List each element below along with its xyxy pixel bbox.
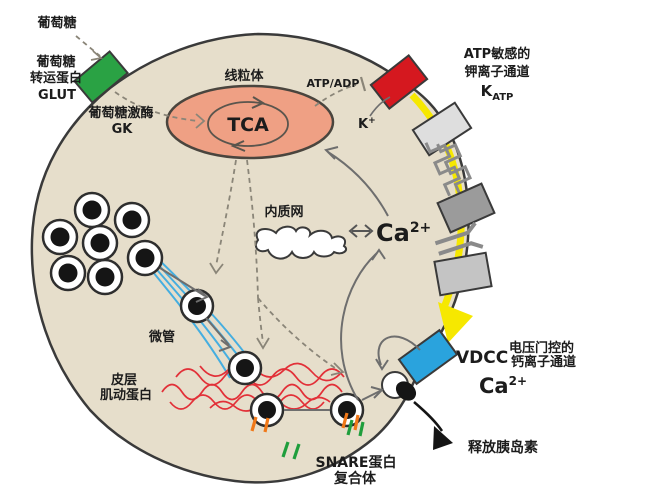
arrow-granule-to-fusion: [361, 390, 381, 401]
label-vdcc-1: 电压门控的: [509, 340, 574, 356]
granule: [73, 191, 111, 229]
snare-marks-granule-left: [250, 416, 270, 433]
label-snare-1: SNARE蛋白: [316, 454, 397, 471]
arrow-trunk-to-docked-granule: [257, 297, 339, 371]
arrow-mt-transport-2: [205, 317, 230, 346]
membrane-protein-mid: [433, 251, 493, 297]
label-glut-3: GLUT: [38, 88, 76, 103]
label-katp-2: 钾离子通道: [464, 64, 529, 80]
label-er: 内质网: [264, 204, 303, 220]
arrow-ca-to-mito: [327, 151, 389, 217]
dashed-arrowheads: [90, 50, 345, 376]
katp-channel: [369, 54, 429, 110]
snare-marks-membrane: [281, 441, 301, 460]
depolarization-arrowhead: [438, 302, 473, 343]
arrow-glut-to-tca: [114, 91, 199, 122]
granule: [113, 201, 151, 239]
granule-docked-right: [329, 392, 365, 428]
granule-cluster: [41, 191, 365, 428]
tca-label: TCA: [227, 114, 269, 136]
label-atp-adp: ATP/ADP: [307, 77, 360, 90]
arrow-vdcc-ca-influx: [377, 335, 421, 366]
mitochondria: TCA: [165, 84, 335, 160]
arrow-mito-to-atp: [314, 84, 357, 107]
arrow-mito-down-left: [215, 159, 237, 267]
inhibition-bar: [359, 76, 367, 92]
granule: [41, 218, 79, 256]
label-snare-2: 复合体: [333, 470, 377, 487]
label-mitochondria: 线粒体: [224, 68, 264, 84]
k-efflux-line: [369, 96, 391, 117]
label-ca-small: Ca2+: [479, 374, 527, 398]
tca-arrow-bottom: [230, 140, 246, 152]
label-release-insulin: 释放胰岛素: [468, 439, 538, 456]
granule: [49, 254, 87, 292]
membrane-protein-dark: [436, 182, 496, 234]
label-ca-big: Ca2+: [376, 219, 431, 247]
label-katp-symbol: KATP: [481, 82, 514, 103]
granule: [81, 224, 119, 262]
granule-docked-left: [249, 392, 285, 428]
membrane-protein-light: [411, 101, 473, 157]
snare-marks-granule-right: [341, 412, 365, 437]
label-k-ion: K+: [358, 116, 376, 132]
label-glucose: 葡萄糖: [36, 15, 76, 31]
label-gk-1: 葡萄糖激酶: [87, 105, 153, 121]
arrow-ca-rise: [340, 252, 378, 401]
arrow-trunk-to-actin-granule: [257, 297, 264, 344]
label-vdcc-2: 钙离子通道: [511, 354, 576, 370]
gap-junction-symbol: [434, 221, 484, 256]
er-shape: [254, 225, 348, 260]
vdcc-channel: [397, 328, 459, 386]
label-microtubule: 微管: [148, 329, 175, 345]
label-katp-1: ATP敏感的: [464, 46, 530, 62]
solid-arrows: [159, 96, 421, 411]
insulin-release-arrow: [413, 401, 453, 450]
arrow-mito-down-trunk: [246, 159, 259, 299]
granule: [86, 258, 124, 296]
label-actin-1: 皮层: [110, 372, 137, 388]
tca-arrow-top: [251, 96, 266, 109]
granule: [126, 239, 164, 277]
label-gk-2: GK: [112, 122, 134, 137]
granule-at-actin: [227, 350, 263, 386]
label-vdcc: VDCC: [456, 348, 508, 368]
granule-on-microtubule: [179, 288, 215, 324]
label-glut-1: 葡萄糖: [35, 54, 75, 70]
glut-transporter: [72, 50, 130, 104]
dashed-arrows: [75, 35, 357, 371]
arrow-mt-transport-1: [159, 267, 206, 297]
tca-cycle: [207, 101, 289, 147]
label-actin-2: 肌动蛋白: [100, 387, 152, 403]
label-glut-2: 转运蛋白: [30, 70, 82, 86]
er-ca-exchange-arrow: [348, 224, 374, 238]
exocytosis-site: [381, 371, 417, 401]
coil-membrane-protein: [424, 142, 476, 198]
